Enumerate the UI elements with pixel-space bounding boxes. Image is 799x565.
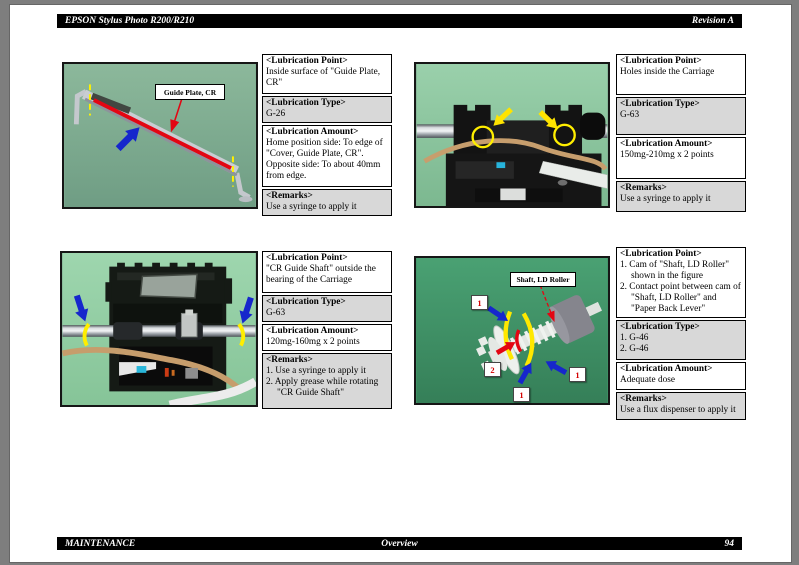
page-header-bar: EPSON Stylus Photo R200/R210 Revision A bbox=[57, 14, 742, 28]
cr-guide-shaft bbox=[62, 325, 256, 337]
cell-line: 150mg-210mg x 2 points bbox=[620, 149, 714, 160]
info-table-carriage-holes: <Lubrication Point> Holes inside the Car… bbox=[616, 54, 746, 212]
cell-header: <Lubrication Point> bbox=[266, 56, 348, 66]
cell-line: 2. G-46 bbox=[620, 343, 649, 354]
printhead-top bbox=[139, 273, 198, 299]
cell-header: <Lubrication Type> bbox=[266, 297, 346, 307]
yellow-arc-left bbox=[82, 322, 91, 347]
footer-section: Overview bbox=[381, 538, 418, 549]
cell-line: 120mg-160mg x 2 points bbox=[266, 336, 360, 347]
table-cell: <Lubrication Type> G-26 bbox=[262, 96, 392, 123]
cell-header: <Remarks> bbox=[266, 354, 313, 365]
carriage-right-tower bbox=[545, 104, 583, 156]
cell-line: 2. Apply grease while rotating "CR Guide… bbox=[266, 376, 379, 398]
table-cell: <Remarks> Use a flux dispenser to apply … bbox=[616, 391, 746, 420]
bearing-left bbox=[113, 322, 143, 340]
table-cell: <Lubrication Amount> 150mg-210mg x 2 poi… bbox=[616, 137, 746, 179]
white-cable bbox=[168, 377, 256, 405]
footer-page-number: 94 bbox=[724, 538, 735, 549]
table-cell: <Lubrication Point> 1. Cam of "Shaft, LD… bbox=[616, 247, 746, 318]
cell-line: 2. Contact point between cam of "Shaft, … bbox=[620, 281, 741, 314]
cell-line: "CR Guide Shaft" outside the bearing of … bbox=[266, 263, 376, 285]
callout-shaft-ld-roller: Shaft, LD Roller bbox=[510, 272, 576, 287]
yellow-arc-right bbox=[521, 312, 535, 367]
photo-cr-guide-shaft-art bbox=[62, 253, 256, 405]
photo-carriage-holes-art bbox=[416, 64, 608, 206]
table-cell: <Remarks> Use a syringe to apply it bbox=[616, 181, 746, 212]
info-table-guide-plate: <Lubrication Point> Inside surface of "G… bbox=[262, 54, 392, 216]
table-cell: <Remarks> Use a syringe to apply it bbox=[262, 188, 392, 216]
plate-right-foot bbox=[234, 172, 251, 200]
plate-dark-strip bbox=[90, 92, 132, 114]
header-revision: Revision A bbox=[691, 16, 734, 26]
cell-header: <Lubrication Point> bbox=[620, 249, 702, 259]
red-arc bbox=[515, 329, 523, 353]
table-cell: <Lubrication Type> 1. G-46 2. G-46 bbox=[616, 319, 746, 360]
cell-header: <Lubrication Type> bbox=[620, 99, 700, 109]
cell-header: <Lubrication Type> bbox=[620, 321, 700, 332]
callout-pointer-arrow bbox=[170, 96, 184, 133]
page-footer-bar: MAINTENANCE Overview 94 bbox=[57, 537, 742, 550]
cell-line: Use a flux dispenser to apply it bbox=[620, 404, 736, 415]
cell-header: <Remarks> bbox=[266, 190, 313, 201]
footer-chapter: MAINTENANCE bbox=[65, 538, 136, 549]
table-cell: <Lubrication Amount> Adequate dose bbox=[616, 361, 746, 390]
cell-line: 1. G-46 bbox=[620, 332, 649, 343]
cell-line: Use a syringe to apply it bbox=[620, 193, 711, 204]
photo-guide-plate-cr: Guide Plate, CR bbox=[62, 62, 258, 209]
info-table-cr-guide-shaft: <Lubrication Point> "CR Guide Shaft" out… bbox=[262, 251, 392, 409]
cell-line: Adequate dose bbox=[620, 374, 675, 385]
cell-header: <Lubrication Amount> bbox=[266, 325, 359, 336]
manual-page: EPSON Stylus Photo R200/R210 Revision A … bbox=[10, 5, 791, 562]
cell-line: Holes inside the Carriage bbox=[620, 66, 715, 77]
yellow-circle-left bbox=[471, 125, 495, 149]
cell-header: <Lubrication Point> bbox=[266, 253, 348, 263]
marker-1: 1 bbox=[471, 295, 488, 310]
table-cell: <Lubrication Amount> 120mg-160mg x 2 poi… bbox=[262, 323, 392, 351]
cell-header: <Lubrication Amount> bbox=[620, 139, 713, 149]
table-cell: <Lubrication Type> G-63 bbox=[262, 295, 392, 322]
cell-header: <Remarks> bbox=[620, 393, 667, 404]
cell-line: G-26 bbox=[266, 108, 286, 119]
cell-header: <Lubrication Type> bbox=[266, 98, 346, 108]
photo-shaft-ld-roller: Shaft, LD Roller 1 2 1 1 bbox=[414, 256, 610, 405]
cell-line: 1. Use a syringe to apply it bbox=[266, 365, 366, 376]
table-cell: <Lubrication Point> Holes inside the Car… bbox=[616, 54, 746, 95]
cell-line: Home position side: To edge of "Cover, G… bbox=[266, 137, 383, 181]
marker-1c: 1 bbox=[569, 367, 586, 382]
photo-cr-guide-shaft bbox=[60, 251, 258, 407]
red-highlight-line bbox=[92, 98, 232, 170]
info-table-shaft-ld-roller: <Lubrication Point> 1. Cam of "Shaft, LD… bbox=[616, 247, 746, 420]
yellow-circle-right bbox=[553, 123, 576, 147]
table-cell: <Lubrication Amount> Home position side:… bbox=[262, 124, 392, 187]
yellow-arc-right bbox=[237, 322, 246, 347]
cell-header: <Lubrication Amount> bbox=[620, 363, 713, 374]
yellow-arc-left bbox=[503, 310, 514, 361]
cell-header: <Remarks> bbox=[620, 183, 667, 193]
header-title: EPSON Stylus Photo R200/R210 bbox=[65, 16, 195, 26]
marker-1b: 1 bbox=[513, 387, 530, 402]
plate-left-bracket bbox=[73, 89, 88, 125]
cell-line: Use a syringe to apply it bbox=[266, 201, 357, 212]
table-cell: <Remarks> 1. Use a syringe to apply it 2… bbox=[262, 352, 392, 409]
table-cell: <Lubrication Point> Inside surface of "G… bbox=[262, 54, 392, 94]
cell-header: <Lubrication Point> bbox=[620, 56, 702, 66]
cell-line: 1. Cam of "Shaft, LD Roller" shown in th… bbox=[620, 259, 730, 281]
ld-roller-shaft bbox=[476, 295, 603, 375]
marker-2: 2 bbox=[484, 362, 501, 377]
cell-line: G-63 bbox=[266, 307, 286, 318]
table-cell: <Lubrication Type> G-63 bbox=[616, 97, 746, 135]
photo-carriage-holes bbox=[414, 62, 610, 208]
cell-line: G-63 bbox=[620, 109, 640, 120]
flex-cable bbox=[62, 346, 244, 394]
cell-header: <Lubrication Amount> bbox=[266, 126, 359, 137]
table-cell: <Lubrication Point> "CR Guide Shaft" out… bbox=[262, 251, 392, 293]
callout-guide-plate-cr: Guide Plate, CR bbox=[155, 84, 225, 100]
cell-line: Inside surface of "Guide Plate, CR" bbox=[266, 66, 381, 88]
flex-cable bbox=[423, 138, 608, 171]
white-lever bbox=[538, 160, 608, 189]
